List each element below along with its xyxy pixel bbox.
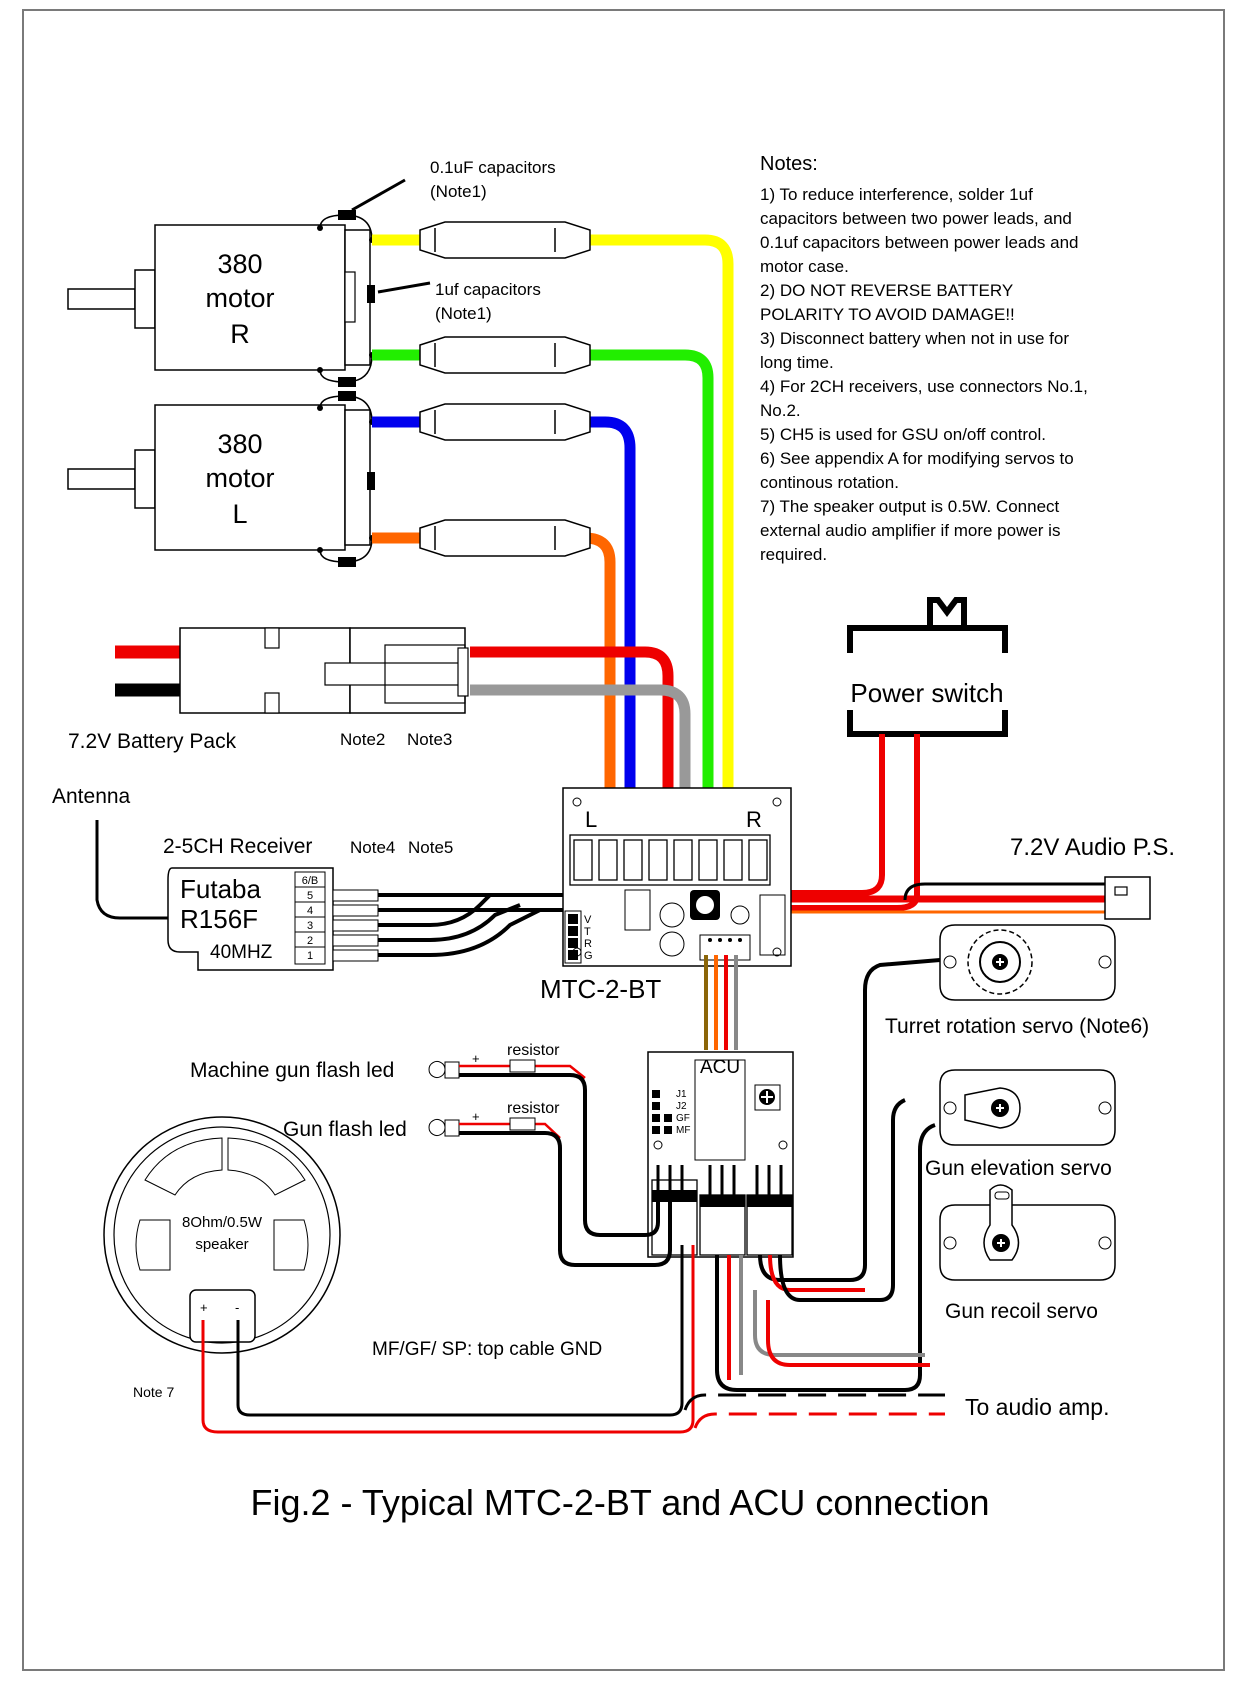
channel-label: 6/B xyxy=(302,875,319,887)
speaker-note7: Note 7 xyxy=(133,1384,174,1400)
pin-label: R xyxy=(584,938,592,950)
receiver-note4: Note4 xyxy=(350,838,395,857)
note-line: No.2. xyxy=(760,401,801,420)
resistor-label: resistor xyxy=(507,1100,560,1117)
motor-l-label-3: L xyxy=(232,499,247,529)
figure-caption: Fig.2 - Typical MTC-2-BT and ACU connect… xyxy=(251,1482,990,1523)
motor-r-label-3: R xyxy=(230,319,250,349)
motor-l: 380 motor L xyxy=(67,391,375,567)
jumper-label: J1 xyxy=(676,1089,687,1100)
resistor-label: resistor xyxy=(507,1042,560,1059)
machine-gun-led: + resistor xyxy=(428,1042,587,1220)
machine-gun-led-label: Machine gun flash led xyxy=(190,1059,394,1082)
channel-label: 1 xyxy=(307,950,313,962)
receiver-freq: 40MHZ xyxy=(210,942,273,963)
turret-servo-label: Turret rotation servo (Note6) xyxy=(885,1015,1149,1038)
capacitor-large-note: (Note1) xyxy=(435,304,492,323)
motor-r: 380 motor R xyxy=(67,210,375,387)
channel-label: 4 xyxy=(307,905,313,917)
channel-label: 5 xyxy=(307,890,313,902)
power-switch-label: Power switch xyxy=(850,678,1003,708)
mtc-l-label: L xyxy=(585,807,597,832)
board-acu-wires xyxy=(704,955,738,1050)
note-line: 7) The speaker output is 0.5W. Connect xyxy=(760,497,1060,516)
led-plus: + xyxy=(472,1051,480,1066)
motor-r-label-2: motor xyxy=(205,283,274,313)
capacitor-1uf-r xyxy=(367,285,375,303)
servo-wires xyxy=(715,958,941,1392)
note-line: 1) To reduce interference, solder 1uf xyxy=(760,185,1033,204)
jumper-label: J2 xyxy=(676,1101,687,1112)
battery-label: 7.2V Battery Pack xyxy=(68,730,237,753)
audio-ps-connector xyxy=(1104,876,1151,920)
speaker: 8Ohm/0.5W speaker + - Note 7 xyxy=(103,1116,341,1400)
mtc-board: L R V T R G MTC-2-BT xyxy=(540,787,792,1004)
ground-note: MF/GF/ SP: top cable GND xyxy=(372,1339,602,1360)
mtc-r-label: R xyxy=(746,807,762,832)
note-line: long time. xyxy=(760,353,834,372)
audio-amp-label: To audio amp. xyxy=(965,1394,1109,1420)
receiver: Futaba R156F 40MHZ 6/B 5 4 3 2 1 xyxy=(167,867,379,971)
speaker-label-2: speaker xyxy=(195,1236,248,1253)
capacitor-small-label: 0.1uF capacitors xyxy=(430,158,556,177)
gun-led: + resistor xyxy=(428,1100,562,1250)
motor-l-label-1: 380 xyxy=(217,429,262,459)
speaker-plus: + xyxy=(200,1300,208,1315)
battery-pack: 7.2V Battery Pack Note2 Note3 xyxy=(68,627,469,753)
motor-l-label-2: motor xyxy=(205,463,274,493)
gun-led-label: Gun flash led xyxy=(283,1118,407,1141)
speaker-label-1: 8Ohm/0.5W xyxy=(182,1214,263,1231)
antenna-wire xyxy=(95,820,168,920)
pin-label: T xyxy=(584,926,591,938)
acu-label: ACU xyxy=(700,1057,740,1078)
capacitor-small-note: (Note1) xyxy=(430,182,487,201)
jumper-label: MF xyxy=(676,1125,690,1136)
elevation-servo-label: Gun elevation servo xyxy=(925,1157,1112,1180)
pin-label: G xyxy=(584,950,593,962)
turret-servo: Turret rotation servo (Note6) xyxy=(885,924,1149,1038)
note-line: 3) Disconnect battery when not in use fo… xyxy=(760,329,1069,348)
channel-label: 2 xyxy=(307,935,313,947)
note-line: 0.1uf capacitors between power leads and xyxy=(760,233,1078,252)
note-line: continous rotation. xyxy=(760,473,899,492)
capacitor-large-label: 1uf capacitors xyxy=(435,280,541,299)
note-line: required. xyxy=(760,545,827,564)
receiver-title: 2-5CH Receiver xyxy=(163,835,312,858)
notes-title: Notes: xyxy=(760,153,818,175)
note-line: 4) For 2CH receivers, use connectors No.… xyxy=(760,377,1088,396)
recoil-servo-label: Gun recoil servo xyxy=(945,1300,1098,1323)
battery-note3: Note3 xyxy=(407,730,452,749)
elevation-servo: Gun elevation servo xyxy=(925,1069,1116,1180)
note-line: 2) DO NOT REVERSE BATTERY xyxy=(760,281,1013,300)
battery-note2: Note2 xyxy=(340,730,385,749)
motor-wires xyxy=(372,234,734,800)
jumper-label: GF xyxy=(676,1113,690,1124)
page-frame xyxy=(22,9,1225,1671)
channel-label: 3 xyxy=(307,920,313,932)
audio-ps-label: 7.2V Audio P.S. xyxy=(1010,834,1175,861)
note-line: capacitors between two power leads, and xyxy=(760,209,1072,228)
antenna-label: Antenna xyxy=(52,785,131,808)
notes-block: Notes: 1) To reduce interference, solder… xyxy=(760,153,1093,564)
note-line: 5) CH5 is used for GSU on/off control. xyxy=(760,425,1046,444)
acu-board: ACU J1 J2 GF MF xyxy=(647,1051,794,1258)
note-line: motor case. xyxy=(760,257,849,276)
speaker-minus: - xyxy=(235,1300,239,1315)
note-line: 6) See appendix A for modifying servos t… xyxy=(760,449,1074,468)
capacitor-1uf-l xyxy=(367,472,375,490)
motor-connectors xyxy=(419,221,591,557)
led-plus: + xyxy=(472,1109,480,1124)
receiver-model: R156F xyxy=(180,904,258,934)
pin-label: V xyxy=(584,914,592,926)
receiver-brand: Futaba xyxy=(180,874,261,904)
motor-r-label-1: 380 xyxy=(217,249,262,279)
receiver-note5: Note5 xyxy=(408,838,453,857)
note-line: POLARITY TO AVOID DAMAGE!! xyxy=(760,305,1015,324)
recoil-servo: Gun recoil servo xyxy=(939,1184,1116,1323)
mtc-label: MTC-2-BT xyxy=(540,974,661,1004)
note-line: external audio amplifier if more power i… xyxy=(760,521,1060,540)
notes-text: 1) To reduce interference, solder 1uf ca… xyxy=(760,185,1093,564)
power-switch: Power switch xyxy=(847,597,1008,737)
